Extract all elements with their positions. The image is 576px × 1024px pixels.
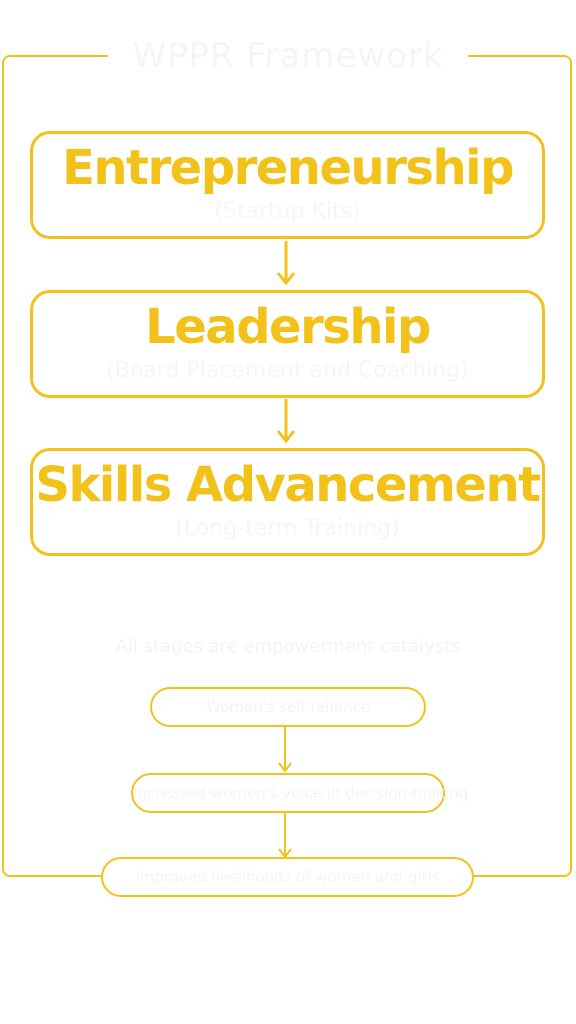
stage-title: Skills Advancement xyxy=(35,457,541,513)
stage-subtitle: (Board Placement and Coaching) xyxy=(106,358,469,383)
down-arrow-icon xyxy=(275,727,295,773)
caption-text: All stages are empowerment catalysts xyxy=(115,636,461,657)
stage-subtitle: (Long-term Training) xyxy=(175,516,400,541)
outcome-pill: Increased women's voice in decision-maki… xyxy=(131,773,468,813)
stage-title: Leadership xyxy=(145,299,431,355)
down-arrow-icon xyxy=(276,399,296,445)
stage-title: Entrepreneurship xyxy=(62,140,514,196)
stage-box-skills-advancement: Skills Advancement (Long-term Training) xyxy=(30,448,545,556)
down-arrow-icon xyxy=(275,813,295,859)
stage-box-leadership: Leadership (Board Placement and Coaching… xyxy=(30,290,545,398)
outcome-pill: Improved livelihoods of women and girls xyxy=(101,857,474,897)
stage-subtitle: (Startup Kits) xyxy=(214,199,361,224)
frame-title: WPPR Framework xyxy=(108,36,468,76)
down-arrow-icon xyxy=(276,241,296,287)
stage-box-entrepreneurship: Entrepreneurship (Startup Kits) xyxy=(30,131,545,239)
outcome-pill: Women's self-reliance xyxy=(150,687,426,727)
